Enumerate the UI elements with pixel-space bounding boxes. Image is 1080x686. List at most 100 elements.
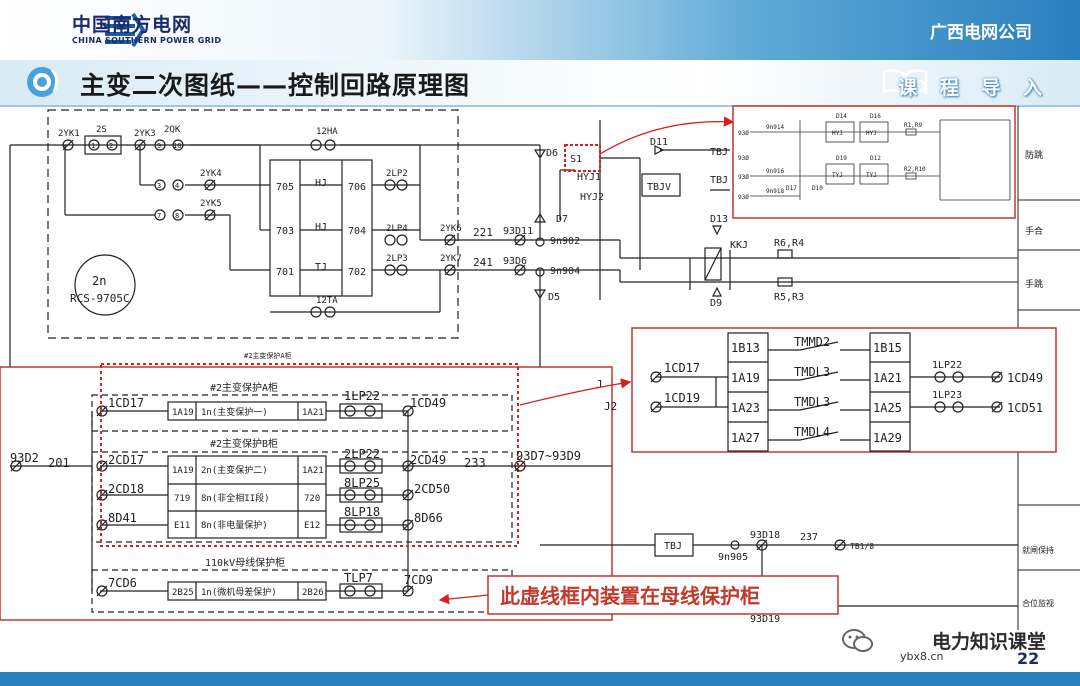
inset-label: R1,R9 [904, 122, 922, 129]
terminal-label: 1A23 [731, 401, 760, 415]
header-banner: 中国南方电网 CHINA SOUTHERN POWER GRID 广西电网公司 [0, 0, 1080, 60]
inset-label: D10 [812, 185, 823, 192]
row-lp: TLP7 [344, 571, 373, 585]
center-labels: 221 241 93D11 9n902 93D6 9n904 D5 D6 D7 … [473, 137, 804, 309]
qk-num: 7 [157, 212, 161, 220]
terminal-label: 1CD49 [1007, 371, 1043, 385]
left-terminals [62, 135, 456, 318]
relay-coil: HJ [315, 178, 327, 189]
inset-label: D16 [870, 113, 881, 120]
middle-terminals [10, 403, 526, 599]
title-bar: 主变二次图纸——控制回路原理图 课 程 导 入 [0, 60, 1080, 107]
annotation-text: 此虚线框内装置在母线保护柜 [500, 584, 760, 608]
inset-row-label: 93Ø [738, 155, 749, 162]
qk-num: 3 [157, 182, 161, 190]
switch-num: 2 [109, 142, 113, 150]
relay-label: KKJ [730, 240, 748, 251]
row-left: 1A19 [172, 466, 194, 476]
terminal-label: 2YK3 [134, 129, 156, 139]
row-right: 1A21 [302, 466, 324, 476]
device-circle-label: 2n [92, 274, 106, 288]
open-book-icon [882, 69, 928, 97]
inset-label: D14 [836, 113, 847, 120]
row-in: 8D41 [108, 511, 137, 525]
row-out: 8D66 [414, 511, 443, 525]
row-out: 2CD50 [414, 482, 450, 496]
function-label: 合位监视 [1022, 598, 1054, 608]
wire-label: 241 [473, 256, 493, 269]
node-label: 93D18 [750, 530, 780, 541]
page-number: 22 [1017, 649, 1040, 668]
node-label: 93D2 [10, 451, 39, 465]
qk-num: 9 [157, 142, 161, 150]
contact-label: TMMD2 [794, 335, 830, 349]
terminal-label: 1A27 [731, 431, 760, 445]
row-out: 2CD49 [410, 453, 446, 467]
row-in: 2CD17 [108, 453, 144, 467]
logo-english-name: CHINA SOUTHERN POWER GRID [72, 36, 222, 45]
terminal-label: 1CD19 [664, 391, 700, 405]
row-left: E11 [174, 521, 190, 531]
row-in: 7CD6 [108, 576, 137, 590]
bus-protection-highlight [100, 363, 519, 547]
wire-label: 221 [473, 226, 493, 239]
relay-label: HYJ2 [580, 192, 604, 203]
relay-label: TBJ [664, 541, 682, 552]
diode-label: D9 [710, 298, 722, 309]
page-title: 主变二次图纸——控制回路原理图 [80, 71, 471, 100]
inset-label: TYJ [832, 172, 843, 179]
footer-bar [0, 672, 1080, 686]
terminal-label: 1B13 [731, 341, 760, 355]
device-model: RCS-9705C [70, 292, 130, 305]
relay-terminal: 703 [276, 226, 294, 237]
row-device: 1n(主变保护一) [201, 406, 268, 418]
terminal-label: TB1/8 [850, 542, 874, 551]
terminal-label: 1A21 [873, 371, 902, 385]
terminal-label: 2YK1 [58, 129, 80, 139]
inset-label: 9n918 [766, 188, 784, 195]
row-right: E12 [304, 521, 320, 531]
inset-label: D17 [786, 185, 797, 192]
row-right: 720 [304, 494, 320, 504]
inset-label: 9n916 [766, 168, 784, 175]
row-out: 1CD49 [410, 396, 446, 410]
j-label: J [596, 378, 603, 391]
inset-detail: 93Ø 93Ø 93Ø 93Ø 9n914 9n916 9n918 D14 D1… [599, 105, 1016, 219]
row-device: 2n(主变保护二) [201, 464, 268, 476]
row-left: 719 [174, 494, 190, 504]
cabinet-title-a: #2主变保护A柜 [210, 381, 278, 394]
function-label: 手合 [1025, 225, 1043, 237]
cabinet-caption: #2主变保护A柜 [244, 351, 292, 360]
company-name: 广西电网公司 [930, 23, 1032, 43]
contact-label: TMDL4 [794, 425, 830, 439]
right-detail-box: 1B13 TMMD2 1B15 1CD17 1A19 TMDL3 1A21 1L… [519, 327, 1057, 453]
terminal-label: 2YK4 [200, 169, 222, 179]
terminal-label: 2LP2 [386, 169, 408, 179]
terminal-label: 2LP3 [386, 254, 408, 264]
terminal-label: 12HA [316, 127, 338, 137]
switch-label: 2S [96, 125, 107, 135]
right-function-column [960, 106, 1080, 630]
terminal-label: 12TA [316, 296, 338, 306]
contact-label: TMDL3 [794, 395, 830, 409]
node-label: 93D11 [503, 226, 533, 237]
function-label: 手跳 [1025, 278, 1043, 290]
inset-label: D12 [870, 155, 881, 162]
terminal-label: 2YK7 [440, 254, 462, 264]
relay-terminal: 705 [276, 182, 294, 193]
terminal-label: 1CD51 [1007, 401, 1043, 415]
relay-terminal: 702 [348, 267, 366, 278]
terminal-label: 1A29 [873, 431, 902, 445]
middle-labels: #2主变保护A柜 #2主变保护A柜 #2主变保护B柜 110kV母线保护柜 93… [10, 351, 617, 598]
row-in: 2CD18 [108, 482, 144, 496]
relay-label: TBJV [647, 182, 671, 193]
node-label: 9n904 [550, 266, 580, 277]
function-label: 就闸保持 [1022, 545, 1054, 555]
node-label: 93D6 [503, 256, 527, 267]
inset-label: HYJ [866, 130, 877, 137]
j2-label: J2 [604, 400, 617, 413]
diode-label: D6 [546, 148, 558, 159]
watermark-text: 电力知识课堂 [931, 631, 1046, 653]
terminal-label: 1A19 [731, 371, 760, 385]
diode-label: D7 [556, 214, 568, 225]
